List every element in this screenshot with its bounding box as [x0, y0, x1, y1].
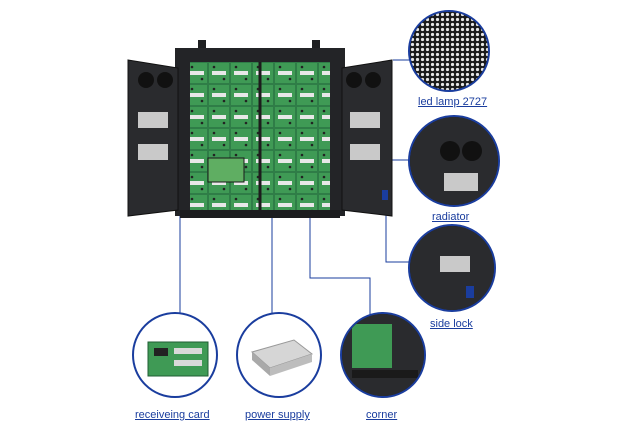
corner-detail-image	[340, 312, 426, 398]
side-lock-detail-image	[408, 224, 496, 312]
receiving-card-icon	[147, 341, 209, 377]
led-matrix-icon	[410, 12, 488, 90]
line-side-lock	[385, 198, 410, 263]
label-led-lamp: led lamp 2727	[418, 96, 488, 108]
led-lamp-detail-image	[408, 10, 490, 92]
label-radiator: radiator	[432, 211, 470, 223]
corner-icon	[342, 314, 424, 396]
power-supply-detail-image	[236, 312, 322, 398]
label-receiving-card: receiveing card	[135, 409, 210, 421]
label-power-supply: power supply	[245, 409, 310, 421]
fan-icon	[410, 117, 498, 205]
label-corner: corner	[366, 409, 398, 421]
radiator-detail-image	[408, 115, 500, 207]
power-supply-icon	[250, 339, 314, 376]
led-cabinet-image	[127, 40, 393, 218]
receiving-card-detail-image	[132, 312, 218, 398]
side-lock-icon	[410, 226, 494, 310]
label-side-lock: side lock	[430, 318, 473, 330]
line-corner	[309, 200, 371, 315]
